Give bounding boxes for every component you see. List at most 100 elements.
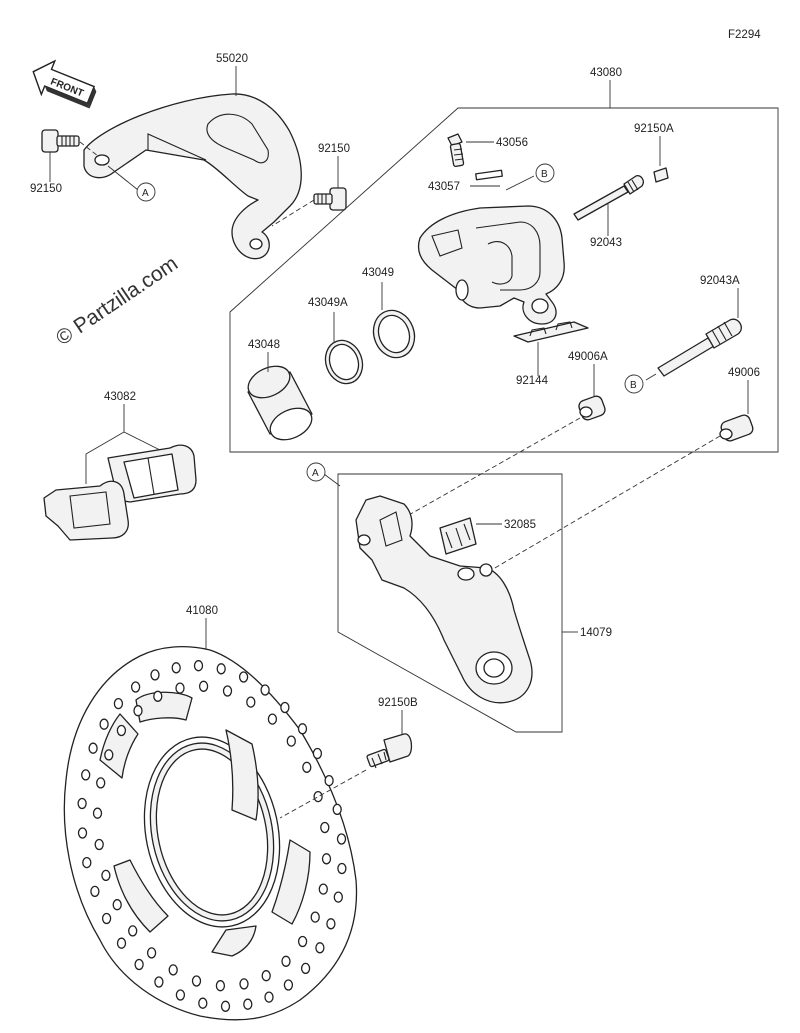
label-92150B: 92150B <box>378 697 418 709</box>
label-43057: 43057 <box>428 181 460 193</box>
disc-hole <box>82 856 92 869</box>
label-43049: 43049 <box>362 267 394 279</box>
disc-hole <box>297 935 308 948</box>
boot-49006 <box>719 414 754 442</box>
disc-hole <box>286 735 296 747</box>
caliper-body-43080 <box>417 205 565 325</box>
disc-hole <box>312 747 323 760</box>
figure-code: F2294 <box>728 29 761 41</box>
disc-hole <box>337 862 347 875</box>
brake-pad-43082-front <box>107 444 197 503</box>
pad-retainer-32085 <box>439 517 477 555</box>
disc-hole <box>243 998 253 1010</box>
disc-hole <box>171 662 181 674</box>
disc-hole <box>96 777 106 789</box>
label-92043: 92043 <box>590 237 622 249</box>
front-arrow-icon: FRONT <box>32 59 97 109</box>
label-43048: 43048 <box>248 339 280 351</box>
disc-hole <box>321 853 332 865</box>
label-92043A: 92043A <box>700 275 740 287</box>
disc-hole <box>326 918 336 930</box>
disc-hole <box>320 821 330 834</box>
bolt-92150-left <box>41 129 80 153</box>
pad-pin-43057 <box>475 169 503 181</box>
slide-pin-92043A <box>657 318 742 377</box>
bolt-92150-right <box>313 187 347 211</box>
disc-hole <box>280 701 290 714</box>
disc-hole <box>104 749 114 761</box>
label-92144: 92144 <box>516 375 549 387</box>
disc-hole <box>77 797 87 810</box>
disc-hole <box>261 970 271 982</box>
piston-43048 <box>247 365 313 441</box>
disc-hole <box>90 885 100 898</box>
disc-hole <box>238 671 249 683</box>
disc-hole <box>264 991 274 1003</box>
disc-hole <box>336 833 347 845</box>
disc-hole <box>300 962 311 975</box>
disc-hole <box>281 955 291 967</box>
frame-14079 <box>337 473 563 733</box>
label-32085: 32085 <box>504 519 536 531</box>
disc-hole <box>116 724 127 737</box>
disc-hole <box>81 769 91 781</box>
disc-hole <box>113 697 124 710</box>
disc-hole <box>215 980 226 992</box>
label-49006: 49006 <box>728 367 760 379</box>
disc-hole <box>297 723 308 735</box>
disc-hole <box>101 869 111 882</box>
piston-seal-43049 <box>372 309 416 359</box>
dust-seal-43049A <box>324 339 364 385</box>
disc-hole <box>94 838 104 851</box>
disc-hole <box>146 947 157 959</box>
caliper-bracket-14079 <box>355 495 533 704</box>
disc-hole <box>153 690 163 702</box>
disc-hole <box>168 964 178 976</box>
label-14079: 14079 <box>580 627 612 639</box>
disc-hole <box>99 718 109 730</box>
disc-hole <box>267 713 278 725</box>
disc-hole <box>150 669 160 681</box>
disc-hole <box>260 684 270 696</box>
frame-43080 <box>229 107 779 453</box>
disc-hole <box>220 1000 231 1012</box>
disc-hole <box>175 989 186 1001</box>
brake-disc-41080 <box>63 646 358 1021</box>
disc-hole <box>88 742 98 754</box>
disc-hole <box>112 899 122 911</box>
svg-text:A: A <box>142 188 149 199</box>
disc-hole <box>77 827 88 839</box>
disc-hole <box>198 680 209 692</box>
brake-pad-43082-rear <box>43 480 129 541</box>
label-41080: 41080 <box>186 605 218 617</box>
rubber-cap-92150A <box>653 167 669 183</box>
disc-hole <box>324 774 334 787</box>
disc-hole <box>313 790 323 803</box>
disc-hole <box>222 685 233 697</box>
label-55020: 55020 <box>216 53 248 65</box>
disc-hole <box>191 975 202 987</box>
svg-text:A: A <box>312 468 319 479</box>
disc-hole <box>154 976 164 988</box>
label-92150-right: 92150 <box>318 143 350 155</box>
disc-hole <box>193 660 204 672</box>
boot-49006A <box>578 395 606 421</box>
disc-hole <box>92 807 103 819</box>
label-43080: 43080 <box>590 67 622 79</box>
ref-b-lower: B <box>624 374 644 394</box>
disc-hole <box>128 925 138 937</box>
pad-spring-92144 <box>513 321 589 343</box>
ref-a-bracket: A <box>136 182 156 202</box>
label-92150A: 92150A <box>634 123 674 135</box>
disc-hole <box>133 705 143 717</box>
svg-text:B: B <box>541 169 548 180</box>
disc-hole <box>116 937 127 949</box>
disc-hole <box>216 663 226 675</box>
disc-hole <box>134 958 144 971</box>
disc-hole <box>302 761 312 773</box>
label-49006A: 49006A <box>568 351 608 363</box>
ref-b-upper: B <box>535 163 555 183</box>
slide-pin-92043 <box>573 174 644 221</box>
disc-hole <box>310 911 320 923</box>
label-43056: 43056 <box>496 137 528 149</box>
